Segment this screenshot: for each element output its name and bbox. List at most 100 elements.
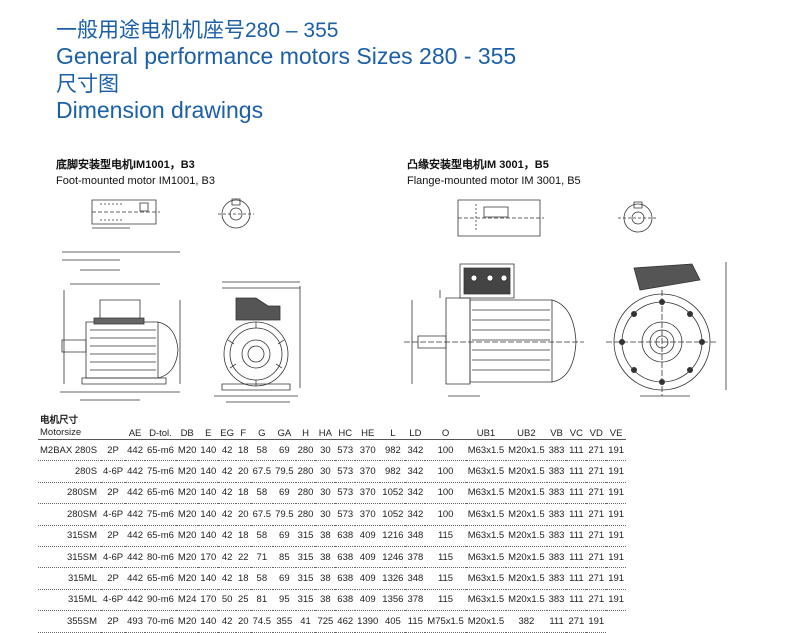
- table-cell: 69: [273, 567, 296, 590]
- table-cell: 271: [586, 482, 607, 505]
- table-cell: 191: [606, 482, 627, 505]
- table-cell: 140: [198, 460, 219, 483]
- table-cell: 342: [405, 482, 426, 505]
- table-cell: 638: [335, 589, 356, 612]
- table-cell: 74.5: [250, 610, 274, 633]
- table-cell: 111: [566, 503, 587, 526]
- table-cell: 342: [405, 460, 426, 483]
- page-header: 一般用途电机机座号280 – 355 General performance m…: [56, 20, 516, 122]
- table-cell: 170: [198, 589, 219, 612]
- table-cell: 382: [506, 610, 547, 633]
- table-cell: 115: [425, 589, 466, 612]
- column-header: DB: [175, 415, 199, 440]
- column-header: VD: [586, 415, 607, 440]
- table-cell: 493: [125, 610, 145, 633]
- flange-shaft-section: [618, 202, 658, 232]
- table-cell: 442: [125, 589, 145, 612]
- table-cell: 383: [546, 525, 567, 547]
- subtitle-zh: 尺寸图: [56, 73, 119, 96]
- table-cell: 111: [566, 589, 587, 612]
- table-cell: 383: [546, 482, 567, 505]
- table-cell: 280: [295, 503, 316, 526]
- table-cell: 18: [236, 567, 251, 590]
- table-cell: M24: [175, 589, 199, 612]
- table-cell: 191: [606, 460, 627, 483]
- table-cell: 69: [273, 482, 296, 505]
- table-cell: M20: [175, 525, 199, 547]
- table-cell: 442: [125, 439, 145, 462]
- table-cell: 140: [198, 525, 219, 547]
- table-cell: 315: [295, 589, 316, 612]
- model-cell: 315SM: [38, 525, 102, 547]
- table-cell: 725: [315, 610, 336, 633]
- column-header: E: [198, 415, 219, 440]
- table-cell: M20x1.5: [506, 503, 547, 526]
- model-cell: 315ML: [38, 567, 102, 590]
- table-cell: 191: [606, 589, 627, 612]
- table-cell: M20x1.5: [506, 482, 547, 505]
- table-cell: M63x1.5: [465, 546, 507, 569]
- table-cell: 383: [546, 589, 567, 612]
- table-cell: 50: [218, 589, 236, 612]
- table-cell: M20x1.5: [506, 439, 547, 462]
- column-header: F: [236, 415, 251, 440]
- model-cell: 315SM: [38, 546, 102, 569]
- column-header: H: [295, 415, 316, 440]
- flange-front-view: [606, 262, 726, 396]
- table-cell: 111: [566, 482, 587, 505]
- table-cell: M75x1.5: [425, 610, 466, 633]
- table-cell: M20x1.5: [506, 567, 547, 590]
- table-cell: M20: [175, 439, 199, 462]
- title-en: General performance motors Sizes 280 - 3…: [56, 43, 517, 69]
- table-cell: 140: [198, 503, 219, 526]
- column-header: L: [380, 415, 406, 440]
- table-cell: 58: [250, 482, 274, 505]
- table-cell: 111: [566, 525, 587, 547]
- table-cell: 30: [315, 460, 336, 483]
- poles-cell: 4-6P: [101, 460, 126, 483]
- title-zh: 一般用途电机机座号280 – 355: [56, 19, 339, 42]
- table-cell: M20: [175, 546, 199, 569]
- table-cell: 982: [380, 460, 406, 483]
- table-cell: 41: [295, 610, 316, 633]
- table-cell: 79.5: [273, 460, 296, 483]
- table-cell: 42: [218, 567, 236, 590]
- table-cell: 79.5: [273, 503, 296, 526]
- table-cell: 90-m6: [144, 589, 176, 612]
- column-header: EG: [218, 415, 236, 440]
- table-cell: 409: [355, 589, 381, 612]
- table-cell: 100: [425, 460, 466, 483]
- table-cell: 271: [566, 610, 587, 633]
- table-cell: 42: [218, 460, 236, 483]
- table-cell: 191: [586, 610, 607, 633]
- poles-cell: 2P: [101, 525, 126, 547]
- column-header: O: [425, 415, 466, 440]
- table-cell: 115: [425, 546, 466, 569]
- table-cell: 42: [218, 610, 236, 633]
- table-cell: 111: [566, 439, 587, 462]
- poles-cell: 2P: [101, 482, 126, 505]
- table-cell: 191: [606, 567, 627, 590]
- table-cell: 75-m6: [144, 503, 176, 526]
- table-cell: 85: [273, 546, 296, 569]
- table-cell: 409: [355, 567, 381, 590]
- poles-cell: 4-6P: [101, 589, 126, 612]
- table-cell: 315: [295, 546, 316, 569]
- table-cell: 191: [606, 503, 627, 526]
- table-cell: 115: [405, 610, 426, 633]
- table-cell: 191: [606, 525, 627, 547]
- foot-side-view: [60, 252, 180, 400]
- model-cell: M2BAX 280S: [38, 439, 102, 462]
- table-cell: 69: [273, 525, 296, 547]
- table-cell: 115: [425, 567, 466, 590]
- table-cell: 383: [546, 439, 567, 462]
- model-cell: 355SM: [38, 610, 102, 633]
- table-cell: 348: [405, 567, 426, 590]
- table-cell: M63x1.5: [465, 567, 507, 590]
- table-cell: 271: [586, 525, 607, 547]
